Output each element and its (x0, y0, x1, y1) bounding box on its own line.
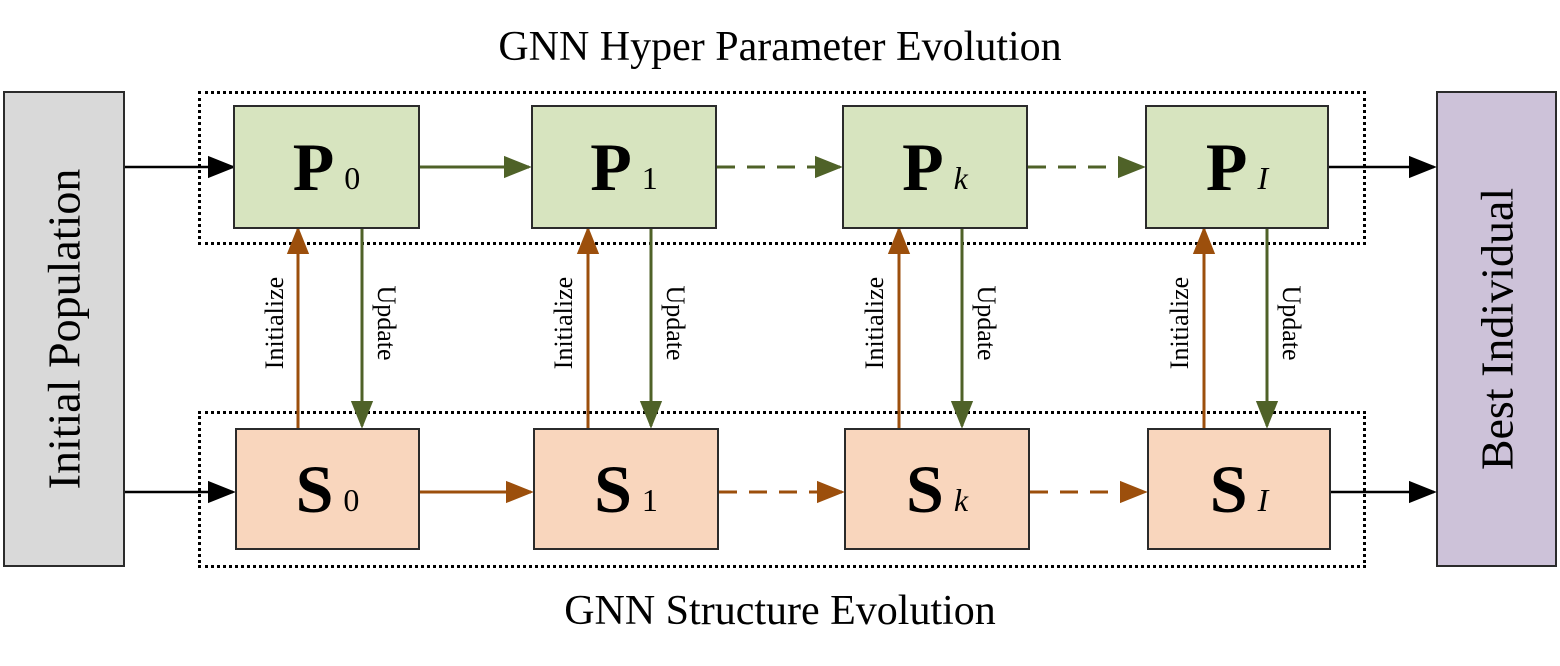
param-node-symbol: P (590, 129, 632, 205)
initialize-label-1: Initialize (549, 276, 578, 370)
initialize-label-0: Initialize (260, 276, 289, 370)
structure-frame (198, 411, 1366, 568)
param-node-subscript: 1 (641, 160, 658, 196)
struct-node-symbol: S (905, 451, 944, 527)
struct-node-subscript: I (1257, 482, 1269, 518)
struct-node-subscript: k (953, 482, 969, 518)
struct-node-symbol: S (594, 451, 632, 527)
param-node-subscript: 0 (344, 160, 361, 196)
bottom-title: GNN Structure Evolution (564, 588, 996, 634)
initial-population-box: Initial Population (3, 91, 125, 567)
param-node-symbol: P (1205, 129, 1248, 205)
struct-node-symbol: S (295, 451, 334, 527)
struct-node-symbol: S (1209, 451, 1248, 527)
update-label-k: Update (972, 285, 1001, 361)
best-individual-box: Best Individual (1436, 91, 1557, 567)
param-node-subscript: I (1257, 160, 1269, 196)
update-label-0: Update (372, 285, 401, 361)
struct-node-subscript: 0 (343, 482, 360, 518)
struct-node-subscript: 1 (641, 482, 658, 518)
initialize-label-k: Initialize (860, 276, 889, 370)
top-title: GNN Hyper Parameter Evolution (498, 24, 1062, 70)
param-node-symbol: P (902, 129, 944, 205)
param-node-subscript: k (953, 160, 968, 196)
param-node-symbol: P (292, 129, 335, 205)
update-label-I: Update (1277, 285, 1306, 361)
initialize-label-I: Initialize (1165, 276, 1194, 370)
update-label-1: Update (661, 285, 690, 361)
